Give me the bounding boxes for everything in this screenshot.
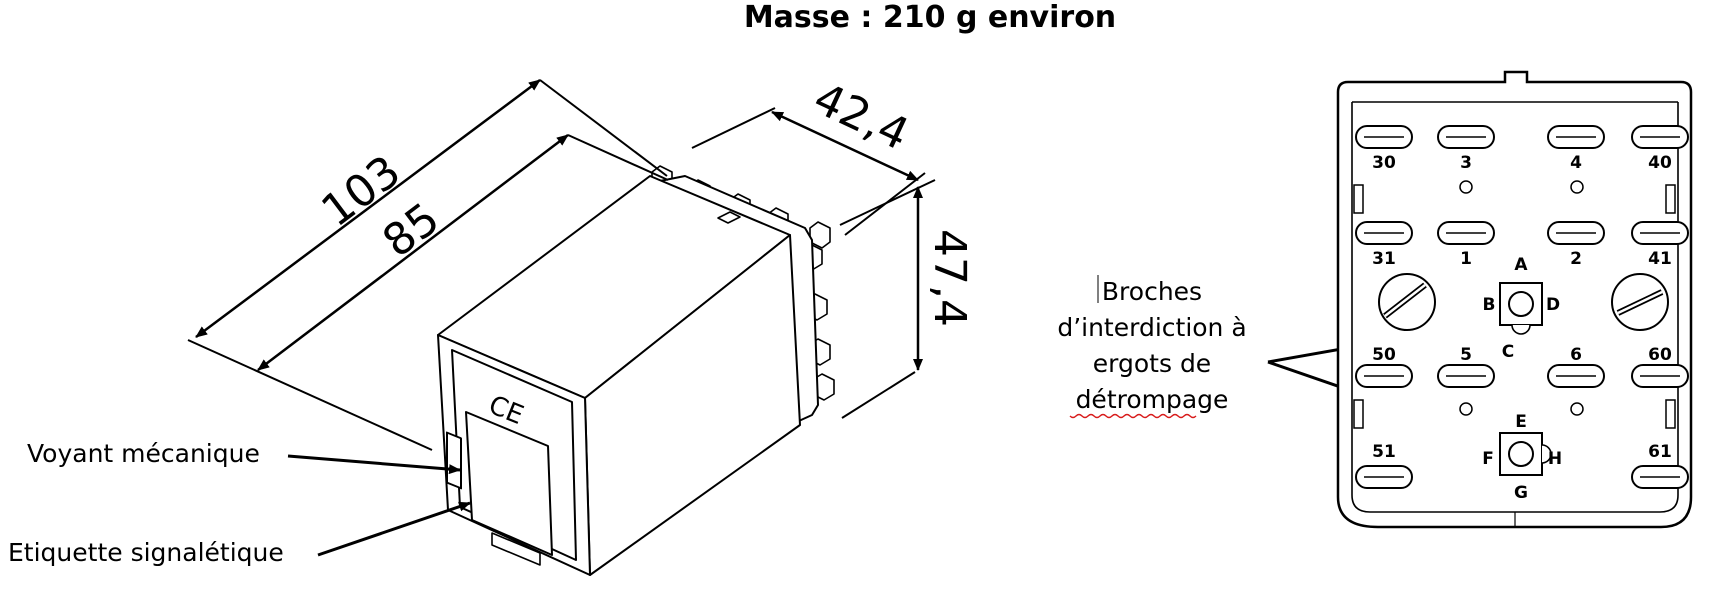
hole-1 [1459, 180, 1473, 194]
key-letter-G: G [1514, 483, 1528, 503]
socket-contacts [1355, 125, 1689, 489]
dimension-47-4-label: 47,4 [924, 229, 975, 327]
dimension-85 [257, 134, 669, 371]
key-letter-C: C [1502, 342, 1514, 362]
screw-right [1611, 273, 1669, 331]
keying-pin-bottom [1499, 432, 1552, 476]
contact-41 [1631, 221, 1689, 245]
relay-top-window [717, 211, 741, 224]
hole-2 [1570, 180, 1584, 194]
side-slot-tr [1665, 184, 1676, 214]
page-title: Masse : 210 g environ [744, 0, 1116, 35]
pin-label-5: 5 [1460, 345, 1472, 365]
key-letter-B: B [1483, 295, 1496, 315]
contact-61 [1631, 465, 1689, 489]
contact-6 [1547, 364, 1605, 388]
callout-etiquette: Etiquette signalétique [8, 538, 284, 567]
hole-4 [1570, 402, 1584, 416]
contact-3 [1437, 125, 1495, 149]
contact-5 [1437, 364, 1495, 388]
contact-31 [1355, 221, 1413, 245]
side-slot-br [1665, 399, 1676, 429]
dimension-47-4 [839, 179, 936, 419]
spellcheck-underline [1069, 413, 1197, 419]
pin-label-3: 3 [1460, 153, 1472, 173]
callout-broches-line1: Broches [1102, 277, 1202, 306]
label-area [465, 411, 553, 556]
contact-60 [1631, 364, 1689, 388]
contact-4 [1547, 125, 1605, 149]
contact-40 [1631, 125, 1689, 149]
relay-body [437, 165, 835, 576]
key-letter-H: H [1548, 449, 1562, 469]
screw-left [1378, 273, 1436, 331]
contact-30 [1355, 125, 1413, 149]
contact-50 [1355, 364, 1413, 388]
callout-etiquette-arrow [317, 501, 471, 557]
pin-label-61: 61 [1648, 442, 1672, 462]
keying-letters: A B D C E F H G [1482, 255, 1562, 503]
relay-bottom-tab [491, 532, 541, 566]
contact-2 [1547, 221, 1605, 245]
pin-label-1: 1 [1460, 249, 1472, 269]
contact-1 [1437, 221, 1495, 245]
key-letter-A: A [1514, 255, 1528, 275]
side-slot-tl [1353, 184, 1364, 214]
pin-label-40: 40 [1648, 153, 1672, 173]
callout-broches-line2: d’interdiction à [1057, 313, 1246, 342]
callout-broches-line4: détrompage [1076, 385, 1229, 414]
contact-51 [1355, 465, 1413, 489]
pin-label-41: 41 [1648, 249, 1672, 269]
key-letter-D: D [1546, 295, 1560, 315]
pin-label-30: 30 [1372, 153, 1396, 173]
pin-label-2: 2 [1570, 249, 1582, 269]
mechanical-indicator [446, 431, 462, 490]
pin-label-6: 6 [1570, 345, 1582, 365]
callout-broches: Broches d’interdiction à ergots de détro… [1057, 275, 1247, 419]
socket-holes [1459, 180, 1584, 416]
pin-label-50: 50 [1372, 345, 1396, 365]
callout-voyant: Voyant mécanique [27, 439, 260, 468]
keying-pin-top [1499, 282, 1543, 335]
callout-voyant-arrow [287, 454, 461, 475]
pin-labels: 30 3 4 40 31 1 2 41 50 5 6 60 51 61 [1372, 153, 1672, 462]
pin-label-51: 51 [1372, 442, 1396, 462]
key-letter-E: E [1515, 412, 1527, 432]
side-slot-bl [1353, 399, 1364, 429]
key-letter-F: F [1482, 449, 1494, 469]
callout-broches-line3: ergots de [1093, 349, 1211, 378]
pin-label-31: 31 [1372, 249, 1396, 269]
pin-label-4: 4 [1570, 153, 1582, 173]
pin-label-60: 60 [1648, 345, 1672, 365]
hole-3 [1459, 402, 1473, 416]
dimension-42-4-label: 42,4 [806, 73, 916, 161]
